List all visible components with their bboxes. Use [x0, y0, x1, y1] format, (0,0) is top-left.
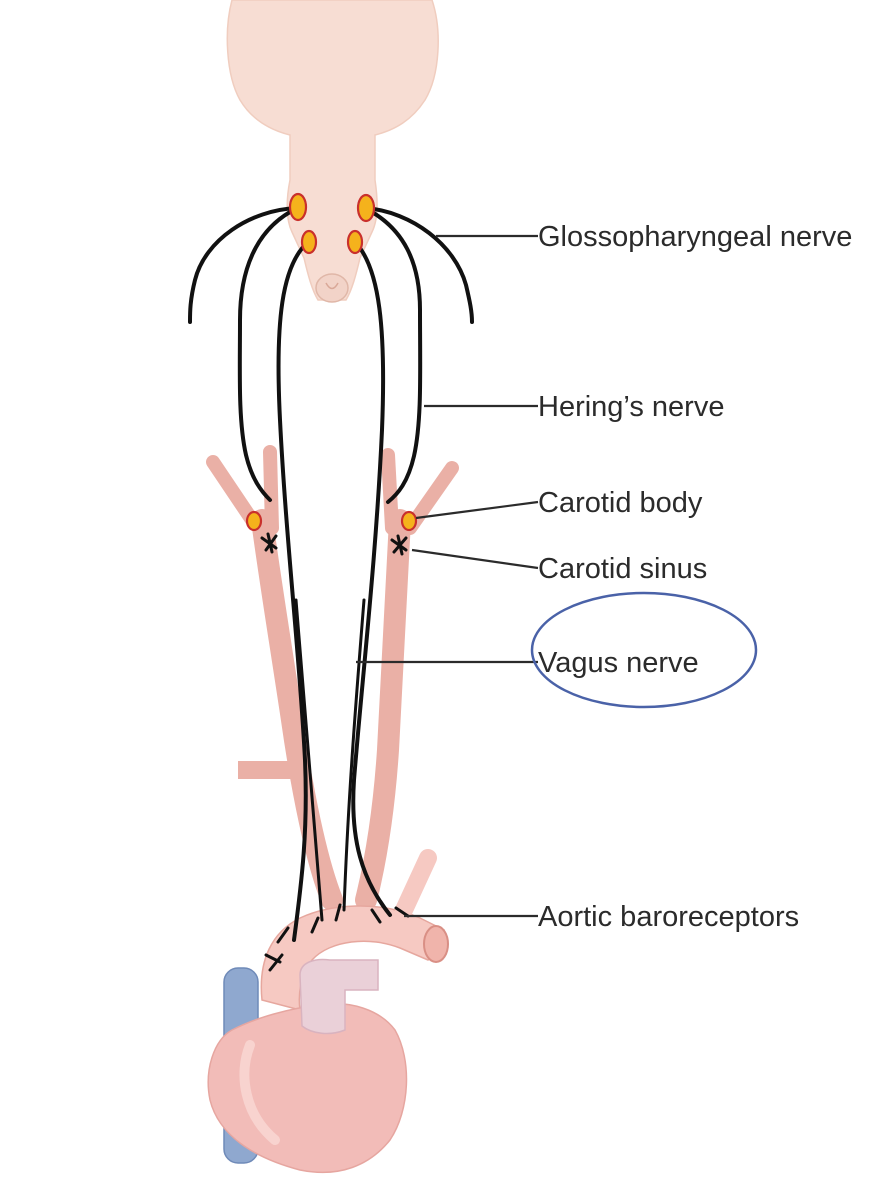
nerves — [188, 206, 474, 972]
labels: Glossopharyngeal nerve Hering’s nerve Ca… — [538, 221, 852, 933]
carotid-arteries — [206, 445, 459, 911]
left-glossopharyngeal-arc — [188, 206, 299, 324]
aorta-top-branch — [395, 849, 437, 919]
ganglion-lower-left — [300, 229, 318, 255]
left-vagus-fiber — [294, 598, 324, 922]
right-carotid-body — [400, 510, 418, 532]
aortic-arch — [260, 905, 446, 1012]
left-external-carotid — [206, 455, 259, 527]
brain-illustration — [226, 0, 439, 303]
label-carotid-body: Carotid body — [538, 487, 703, 519]
aortic-nerve-endings — [264, 903, 410, 972]
leader-lines — [356, 234, 539, 918]
leader-carotid-body — [415, 500, 539, 520]
left-vagus-nerve — [276, 240, 310, 942]
right-herings-nerve — [370, 210, 423, 504]
label-herings-nerve: Hering’s nerve — [538, 391, 724, 423]
leader-carotid-sinus — [411, 548, 539, 570]
ganglion-lower-right — [346, 229, 364, 255]
ganglion-upper-left — [288, 192, 308, 222]
right-vagus-fiber — [342, 598, 366, 912]
pulmonary-trunk — [299, 958, 379, 1035]
brainstem-groove — [325, 282, 339, 290]
label-vagus-nerve: Vagus nerve — [538, 647, 699, 679]
vagus-highlight-circle — [530, 591, 758, 709]
left-common-carotid — [251, 509, 343, 911]
right-vagus-nerve — [351, 240, 392, 917]
left-carotid-body — [245, 510, 263, 532]
heart-shading — [239, 1040, 280, 1145]
right-glossopharyngeal-arc — [364, 206, 474, 324]
label-glossopharyngeal-nerve: Glossopharyngeal nerve — [538, 221, 852, 253]
right-carotid-nerve-ending — [390, 534, 408, 556]
aorta-cut-end — [423, 925, 449, 963]
heart-illustration — [207, 958, 408, 1174]
brain — [226, 0, 439, 301]
label-aortic-baroreceptors: Aortic baroreceptors — [538, 901, 799, 933]
label-carotid-sinus: Carotid sinus — [538, 553, 707, 585]
left-herings-nerve — [237, 210, 292, 502]
ganglion-upper-right — [356, 193, 376, 223]
left-carotid-nerve-ending — [260, 532, 278, 554]
ganglia — [245, 192, 418, 532]
right-common-carotid — [355, 509, 411, 911]
